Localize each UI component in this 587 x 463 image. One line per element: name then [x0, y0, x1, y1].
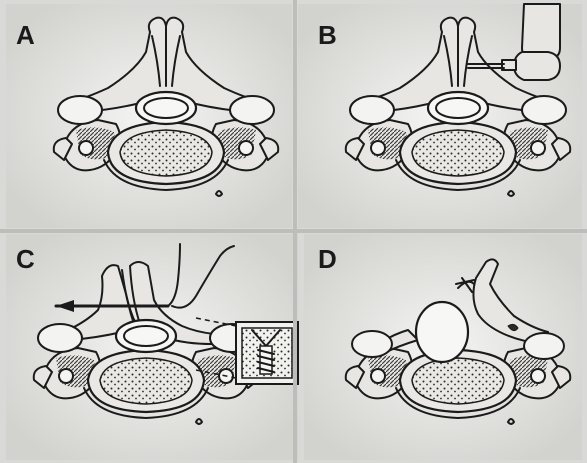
panel-a: A	[6, 4, 292, 228]
panel-c: C	[6, 234, 298, 460]
panel-d: D	[304, 234, 582, 460]
panel-b-label: B	[318, 20, 337, 50]
panel-c-label: C	[16, 244, 35, 274]
panel-a-label: A	[16, 20, 35, 50]
panel-b: B	[298, 4, 582, 228]
panel-d-label: D	[318, 244, 337, 274]
bone-anchor-icon	[258, 346, 274, 374]
